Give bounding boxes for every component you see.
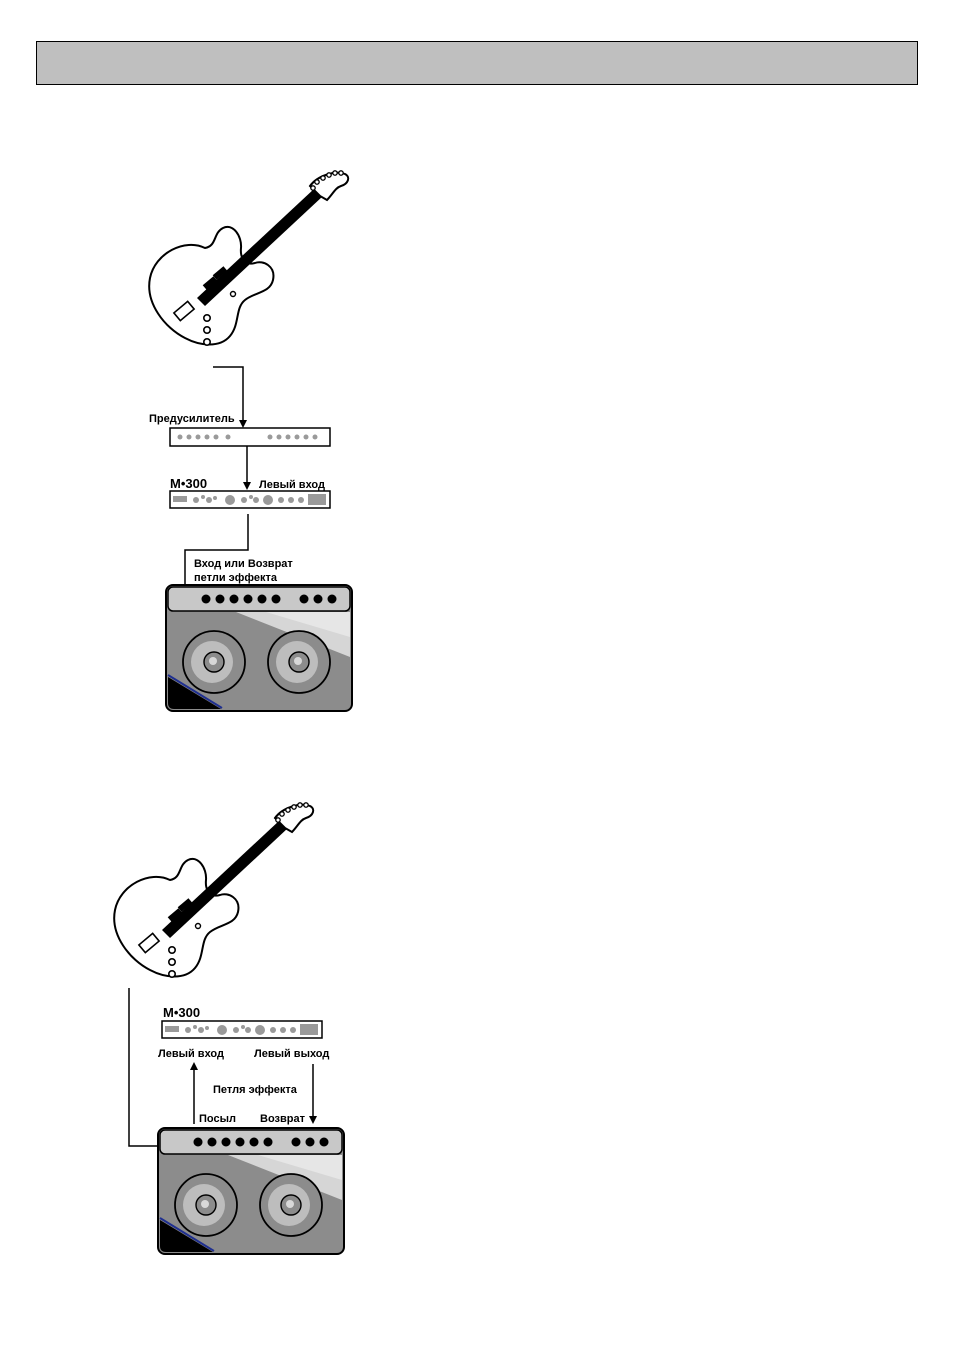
amp-input-label-line1: Вход или Возврат <box>194 558 293 570</box>
diagram-2: M•300 Левый вход Левый выход Петля эффек… <box>113 801 345 1255</box>
left-input-label: Левый вход <box>259 479 325 491</box>
amplifier-icon <box>165 584 353 712</box>
preamp-label: Предусилитель <box>149 413 235 425</box>
left-output-label: Левый выход <box>254 1048 329 1060</box>
guitar-icon <box>148 169 350 347</box>
m300-unit-2 <box>161 1020 323 1039</box>
preamp-unit <box>169 427 331 447</box>
send-label: Посыл <box>199 1113 236 1125</box>
guitar-icon-2 <box>113 801 315 979</box>
return-label: Возврат <box>260 1113 306 1125</box>
effect-loop-label: Петля эффекта <box>213 1084 298 1096</box>
diagram-1: Предусилитель M•300 Левый вход Вход или … <box>148 169 353 712</box>
left-input-label-2: Левый вход <box>158 1048 224 1060</box>
header-bar <box>36 41 918 85</box>
amplifier-icon-2 <box>157 1127 345 1255</box>
amp-input-label-line2: петли эффекта <box>194 572 278 584</box>
m300-model-label: M•300 <box>170 476 207 491</box>
m300-unit <box>169 490 331 509</box>
m300-model-label-2: M•300 <box>163 1005 200 1020</box>
